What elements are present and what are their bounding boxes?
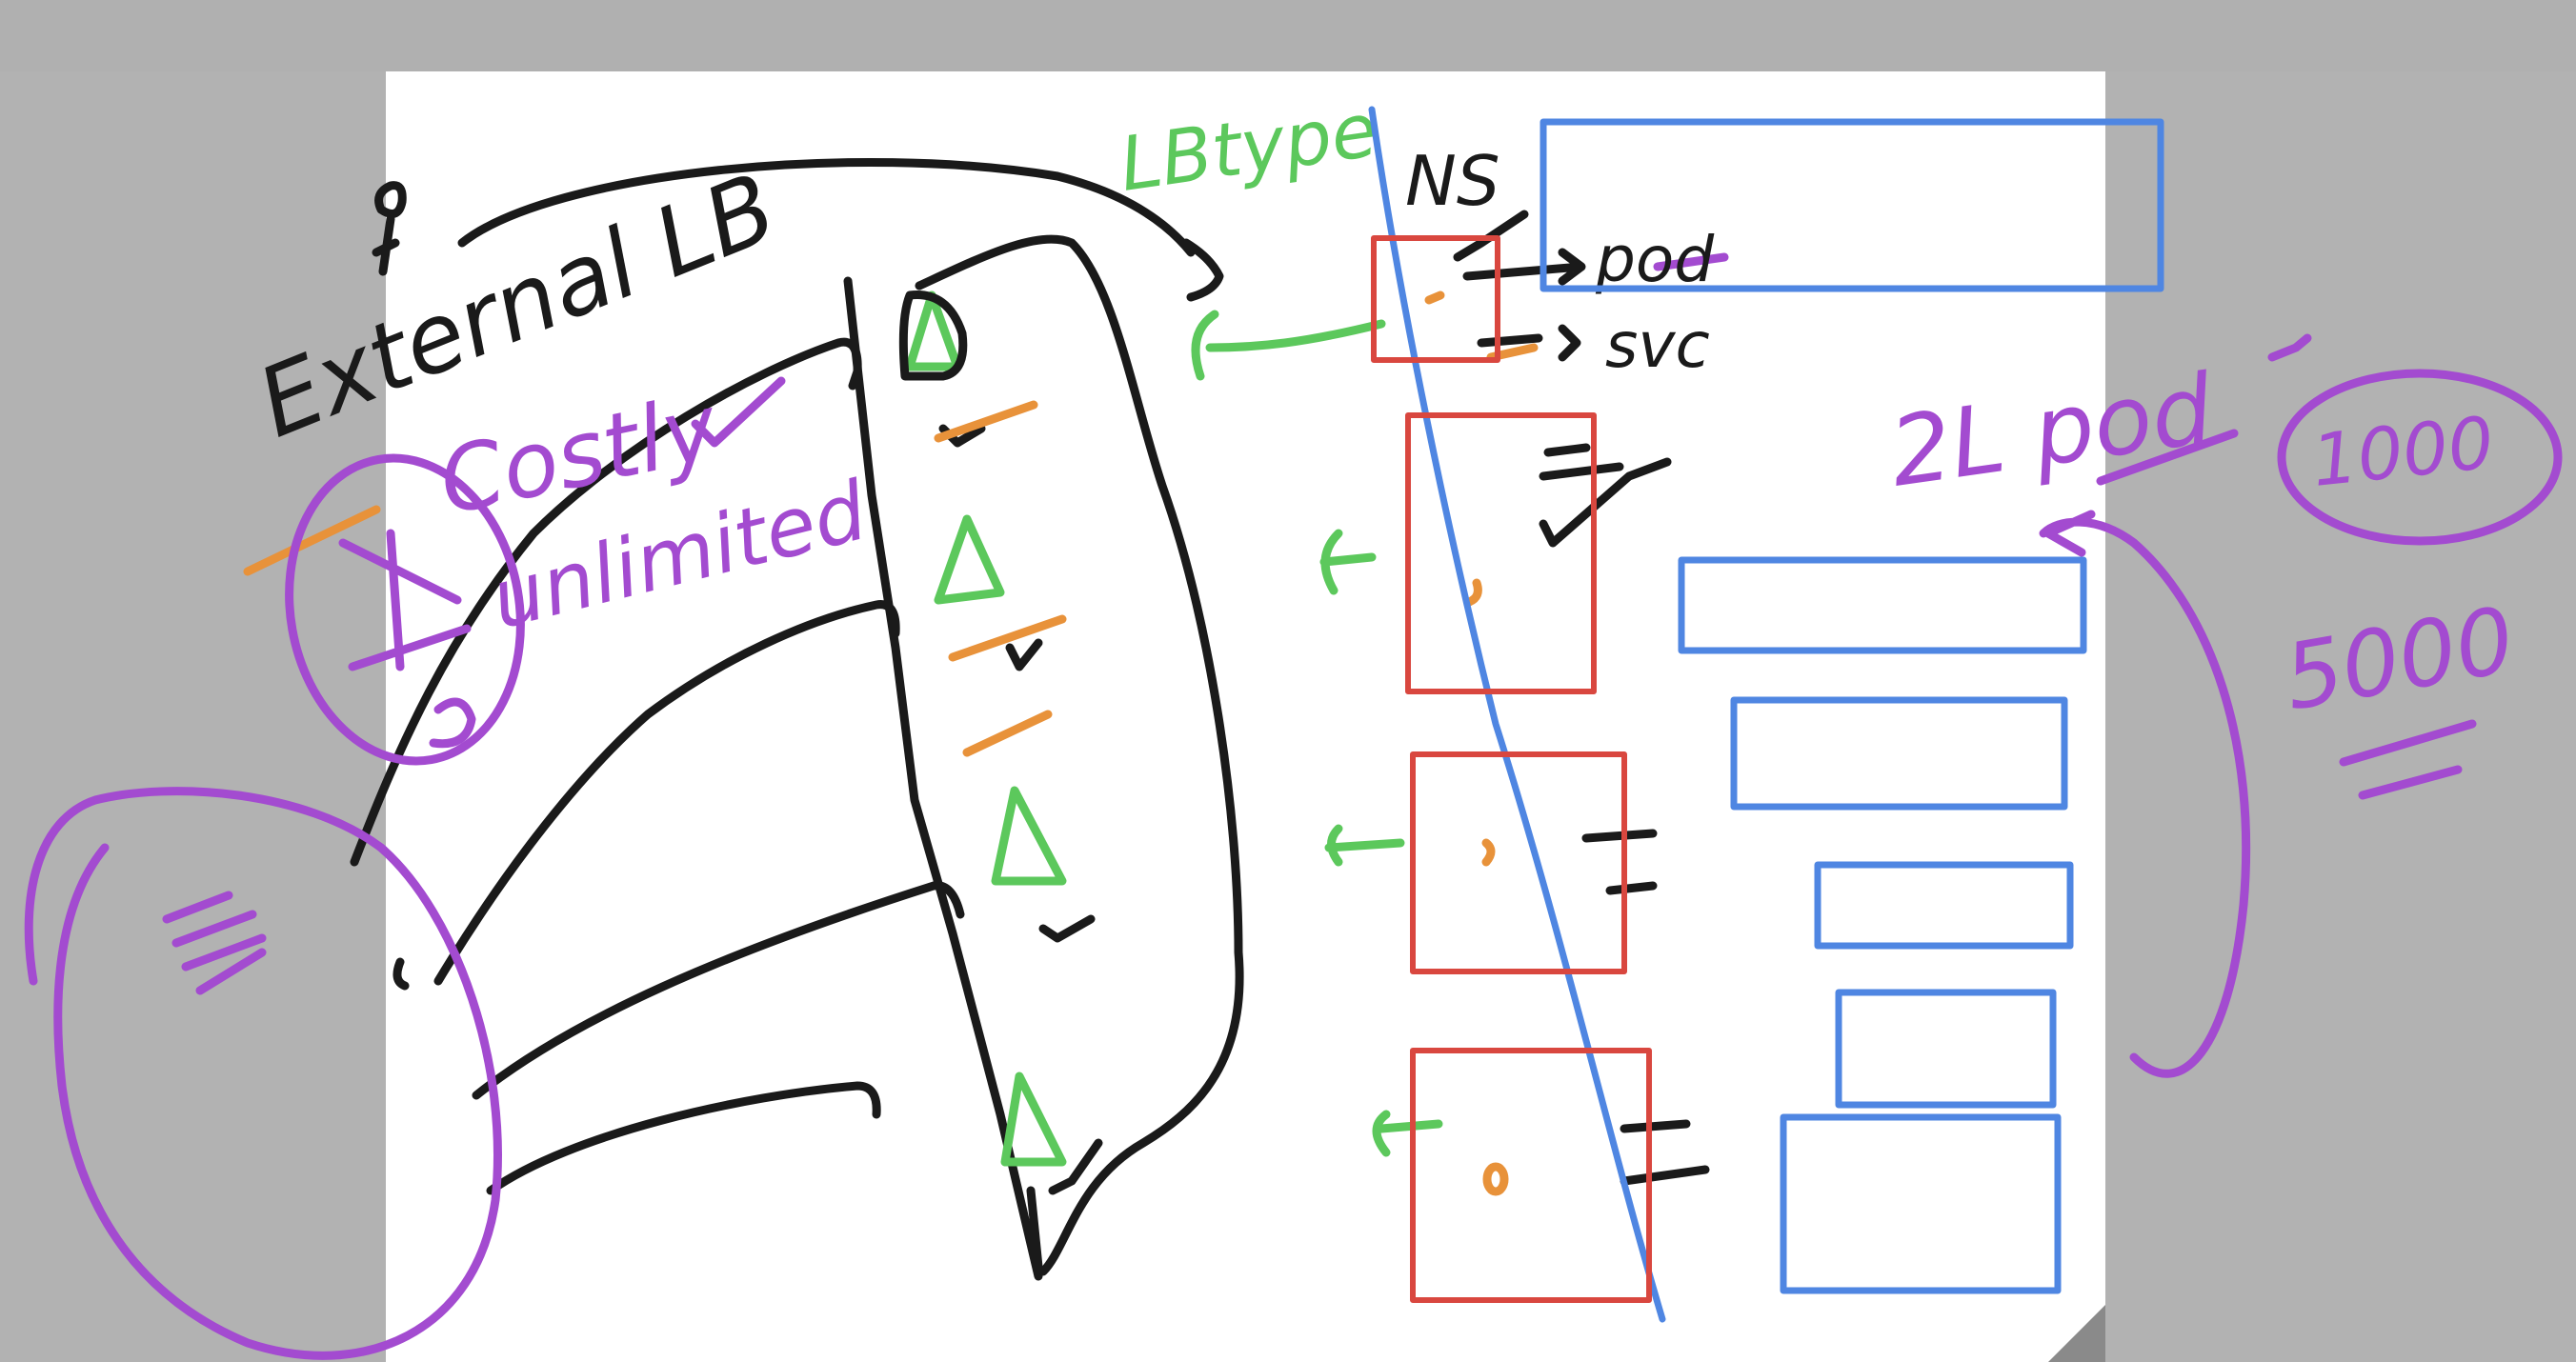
count-underline: [2339, 719, 2477, 800]
top-arc-arrow: [457, 157, 1224, 302]
arrow-icon: [1462, 248, 1586, 286]
curve-1-tail: [392, 957, 410, 991]
connection-curves: [350, 337, 965, 1195]
namespace-divider: [1368, 106, 1666, 1323]
blue-shapes: [1368, 106, 2164, 1323]
count-1000-label: 1000: [2308, 400, 2498, 502]
arrow-icon: [1372, 1110, 1443, 1157]
lb-wall-bottom-left: [1026, 1186, 1043, 1272]
lbtype-group: LBtype: [1115, 88, 1382, 209]
pod-label: pod: [1595, 223, 1715, 296]
lbtype-label: LBtype: [1115, 88, 1382, 209]
count-circle: [2277, 369, 2563, 546]
cost-glyph: [338, 529, 476, 749]
equals-icon: [162, 891, 267, 995]
curve-3: [472, 881, 965, 1100]
arrow-icon: [1477, 324, 1581, 362]
red-shapes: [1371, 235, 1652, 1303]
node-rect-1: [1371, 235, 1500, 363]
strike: [948, 614, 1067, 662]
equals-icon: [1620, 1119, 1710, 1186]
client-blob: [24, 787, 502, 1360]
count-5000-label: 5000: [2277, 588, 2522, 731]
pod-rect-6: [1780, 1113, 2062, 1294]
person-glyph: [372, 181, 407, 276]
strike: [962, 710, 1053, 757]
pod-rect-2: [1678, 556, 2087, 654]
lb-cylinder: [843, 234, 1244, 1281]
costly-unlimited-group: Costly unlimited: [431, 374, 876, 648]
curve-4: [486, 1081, 881, 1195]
pod-rect-4: [1814, 861, 2074, 950]
triangle-icon: [1000, 1072, 1067, 1167]
pod-rect-5: [1835, 989, 2057, 1109]
big-curve-arrow: [2039, 510, 2251, 1078]
arrow-icon: [1324, 824, 1405, 867]
triangle-icon: [934, 514, 1005, 605]
triangle-icons: [905, 290, 1067, 1167]
curve-1: [350, 337, 862, 867]
dot: [1464, 578, 1482, 607]
triangle-outline: [898, 290, 968, 381]
node-rect-4: [1410, 1048, 1652, 1303]
pod-rect-1: [1540, 118, 2164, 292]
pod-strike: [1653, 252, 1729, 271]
triangle-icon: [991, 786, 1067, 886]
dot: [1481, 838, 1496, 867]
pod-underline: [2096, 429, 2239, 486]
arrow-icon: [1191, 310, 1386, 381]
costly-circle: [285, 453, 525, 766]
equals-icon: [1539, 443, 1624, 481]
costly-check: [691, 376, 786, 448]
dot: [1424, 290, 1445, 305]
svc-label: svc: [1605, 309, 1710, 382]
strike: [243, 505, 381, 576]
equals-icon: [1581, 829, 1658, 895]
node-rect-2: [1405, 412, 1597, 694]
dot: [1482, 1162, 1509, 1196]
ns-label: NS: [1405, 141, 1500, 221]
two-l-pod-label: 2L pod: [1883, 353, 2220, 509]
pod-rect-3: [1730, 696, 2068, 811]
strike: [934, 400, 1038, 443]
checkmark-icon: [1048, 1138, 1103, 1195]
lb-wall-left: [843, 276, 1043, 1281]
checkmark-icon: [1038, 914, 1096, 943]
check-mark: [1453, 210, 1529, 262]
pod-arrow: [2267, 333, 2312, 362]
triangle-icon: [905, 290, 962, 371]
curve-2: [433, 600, 900, 986]
lb-wall-right: [915, 234, 1244, 1276]
top-bar: [0, 0, 2576, 71]
node-rect-3: [1410, 751, 1627, 974]
ns-group: NS pod svc: [1405, 141, 1715, 382]
checkmark-icon: [1005, 638, 1043, 671]
page-curl-corner: [2048, 1305, 2105, 1362]
arrow-icon: [1319, 529, 1377, 595]
purple-annotations: 2L pod 1000 5000: [24, 252, 2563, 1360]
